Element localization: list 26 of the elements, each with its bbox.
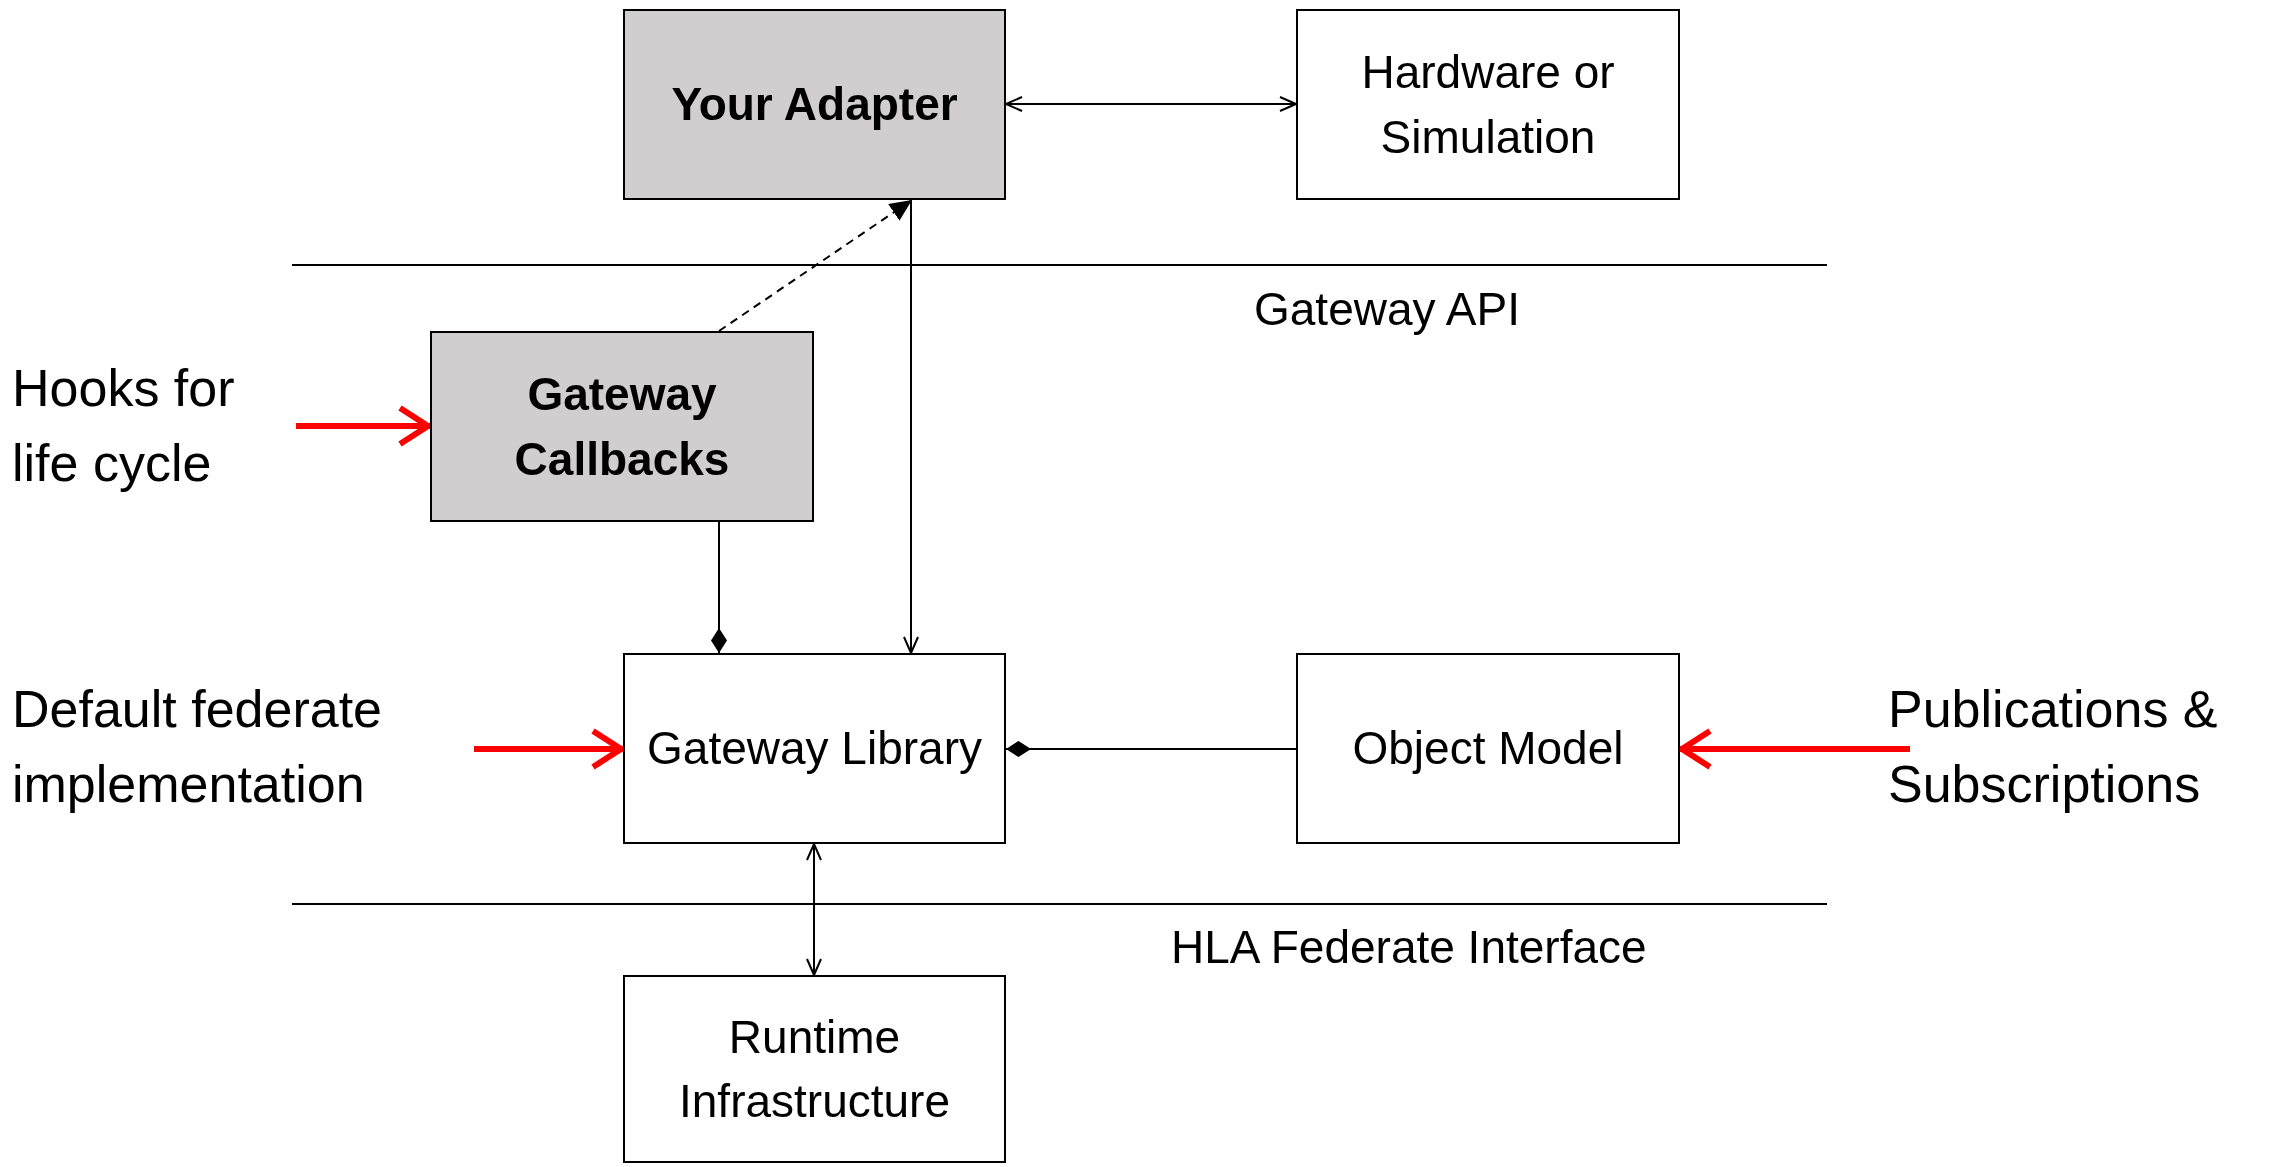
box-label: Runtime Infrastructure [678, 1009, 951, 1129]
arrow [474, 728, 624, 770]
arrow [296, 405, 431, 447]
box-label: Your Adapter [671, 77, 958, 133]
composition-connector [711, 521, 727, 654]
component-box [623, 9, 1006, 200]
arrow [1005, 96, 1297, 112]
component-box [623, 653, 1006, 844]
box-label: Hardware or Simulation [1360, 45, 1616, 165]
component-box [1296, 653, 1680, 844]
box-label: Object Model [1352, 721, 1624, 777]
composition-connector [1005, 741, 1297, 757]
arrow [1679, 728, 1910, 770]
annotation-text: Hooks for life cycle [12, 357, 236, 494]
arrow [806, 843, 822, 976]
annotation-text: Publications & Subscriptions [1888, 678, 2219, 815]
layer-label: HLA Federate Interface [1171, 920, 1647, 974]
component-box [1296, 9, 1680, 200]
box-label: Gateway Callbacks [513, 367, 731, 487]
layer-label: Gateway API [1254, 282, 1520, 336]
annotation-text: Default federate implementation [12, 678, 384, 815]
component-box [623, 975, 1006, 1163]
component-box [430, 331, 814, 522]
arrow [903, 199, 919, 654]
arrow [718, 199, 913, 332]
box-label: Gateway Library [647, 721, 982, 777]
